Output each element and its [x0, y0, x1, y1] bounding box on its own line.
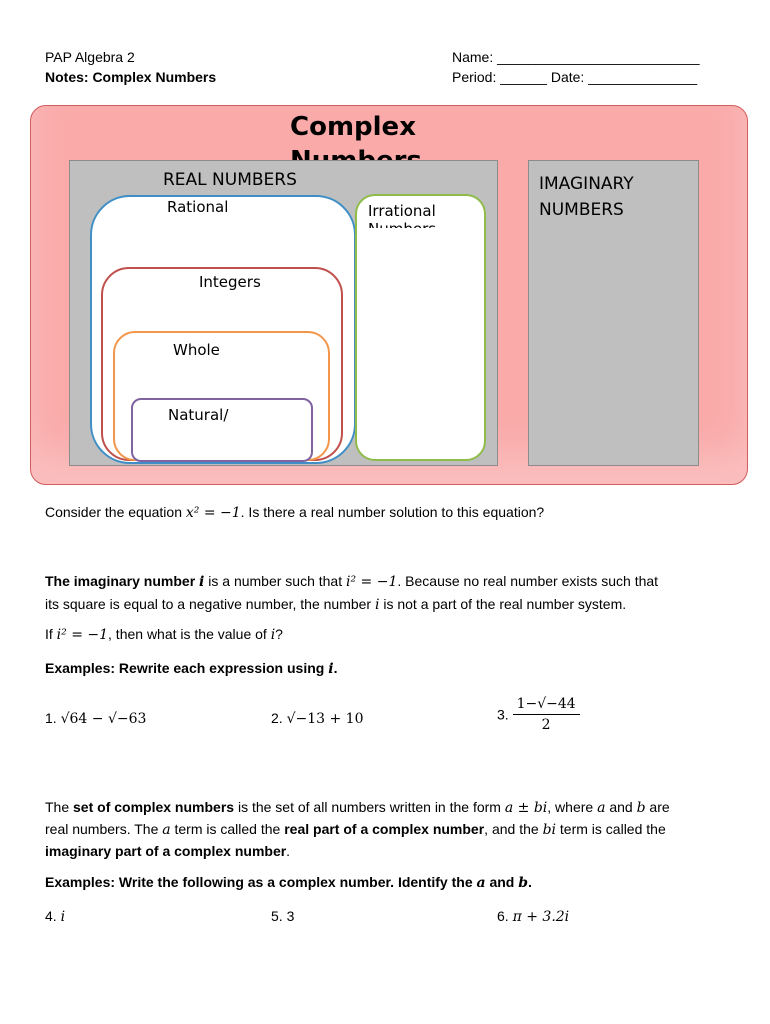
- imaginary-definition: The imaginary number i is a number such …: [45, 573, 659, 613]
- real-numbers-label: REAL NUMBERS: [163, 170, 297, 190]
- period-date-line: Period: ______ Date: ______________: [452, 69, 698, 85]
- if-question: If i² = −1, then what is the value of i?: [45, 626, 283, 643]
- rational-label: Rational: [167, 198, 229, 216]
- diagram-title: Complex Numbers: [290, 112, 422, 160]
- imaginary-numbers-box: [528, 160, 699, 466]
- natural-label: Natural/: [168, 406, 229, 424]
- name-line: Name: __________________________: [452, 49, 700, 65]
- course-name: PAP Algebra 2: [45, 49, 135, 65]
- example-3: 3. 1−√−44 2: [497, 696, 580, 733]
- irrational-numbers-set: [355, 194, 486, 461]
- example-6: 6. π + 3.2i: [497, 908, 570, 925]
- examples-rewrite-heading: Examples: Rewrite each expression using …: [45, 660, 338, 677]
- example-4: 4. i: [45, 908, 66, 925]
- consider-question: Consider the equation x² = −1. Is there …: [45, 504, 545, 521]
- examples-complex-heading: Examples: Write the following as a compl…: [45, 874, 532, 891]
- irrational-label: Irrational Numbers: [368, 202, 436, 228]
- imaginary-label: IMAGINARY NUMBERS: [539, 174, 634, 220]
- example-2: 2. √−13 + 10: [271, 710, 364, 727]
- integers-label: Integers: [199, 273, 261, 291]
- example-5: 5. 3: [271, 908, 295, 924]
- notes-title: Notes: Complex Numbers: [45, 69, 217, 85]
- complex-definition: The set of complex numbers is the set of…: [45, 799, 670, 859]
- natural-numbers-set: [131, 398, 313, 462]
- example-1: 1. √64 − √−63: [45, 710, 147, 727]
- whole-label: Whole: [173, 341, 220, 359]
